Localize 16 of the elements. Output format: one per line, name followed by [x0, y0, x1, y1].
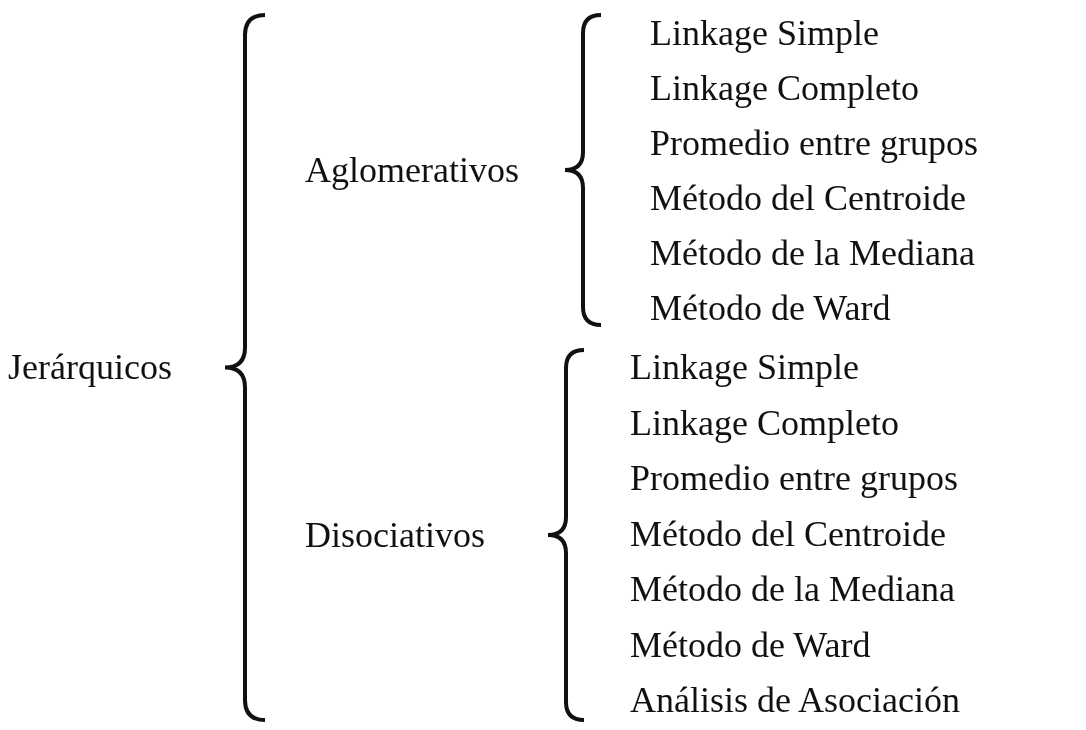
list-item: Análisis de Asociación — [630, 680, 960, 720]
list-item: Método de Ward — [630, 624, 871, 665]
list-item: Linkage Completo — [650, 68, 919, 108]
list-item: Linkage Simple — [630, 347, 859, 387]
category-label: Aglomerativos — [305, 150, 519, 190]
list-item: Método del Centroide — [630, 513, 946, 554]
list-item: Método de Ward — [650, 288, 891, 328]
list-item: Método de la Mediana — [650, 233, 975, 273]
list-item: Promedio entre grupos — [650, 123, 978, 163]
list-item: Método de la Mediana — [630, 569, 955, 609]
list-item: Linkage Completo — [630, 402, 899, 443]
category-label: Jerárquicos — [8, 347, 172, 387]
list-item: Método del Centroide — [650, 178, 966, 218]
category-label: Disociativos — [305, 515, 485, 555]
list-item: Linkage Simple — [650, 13, 879, 53]
list-item: Promedio entre grupos — [630, 458, 958, 498]
